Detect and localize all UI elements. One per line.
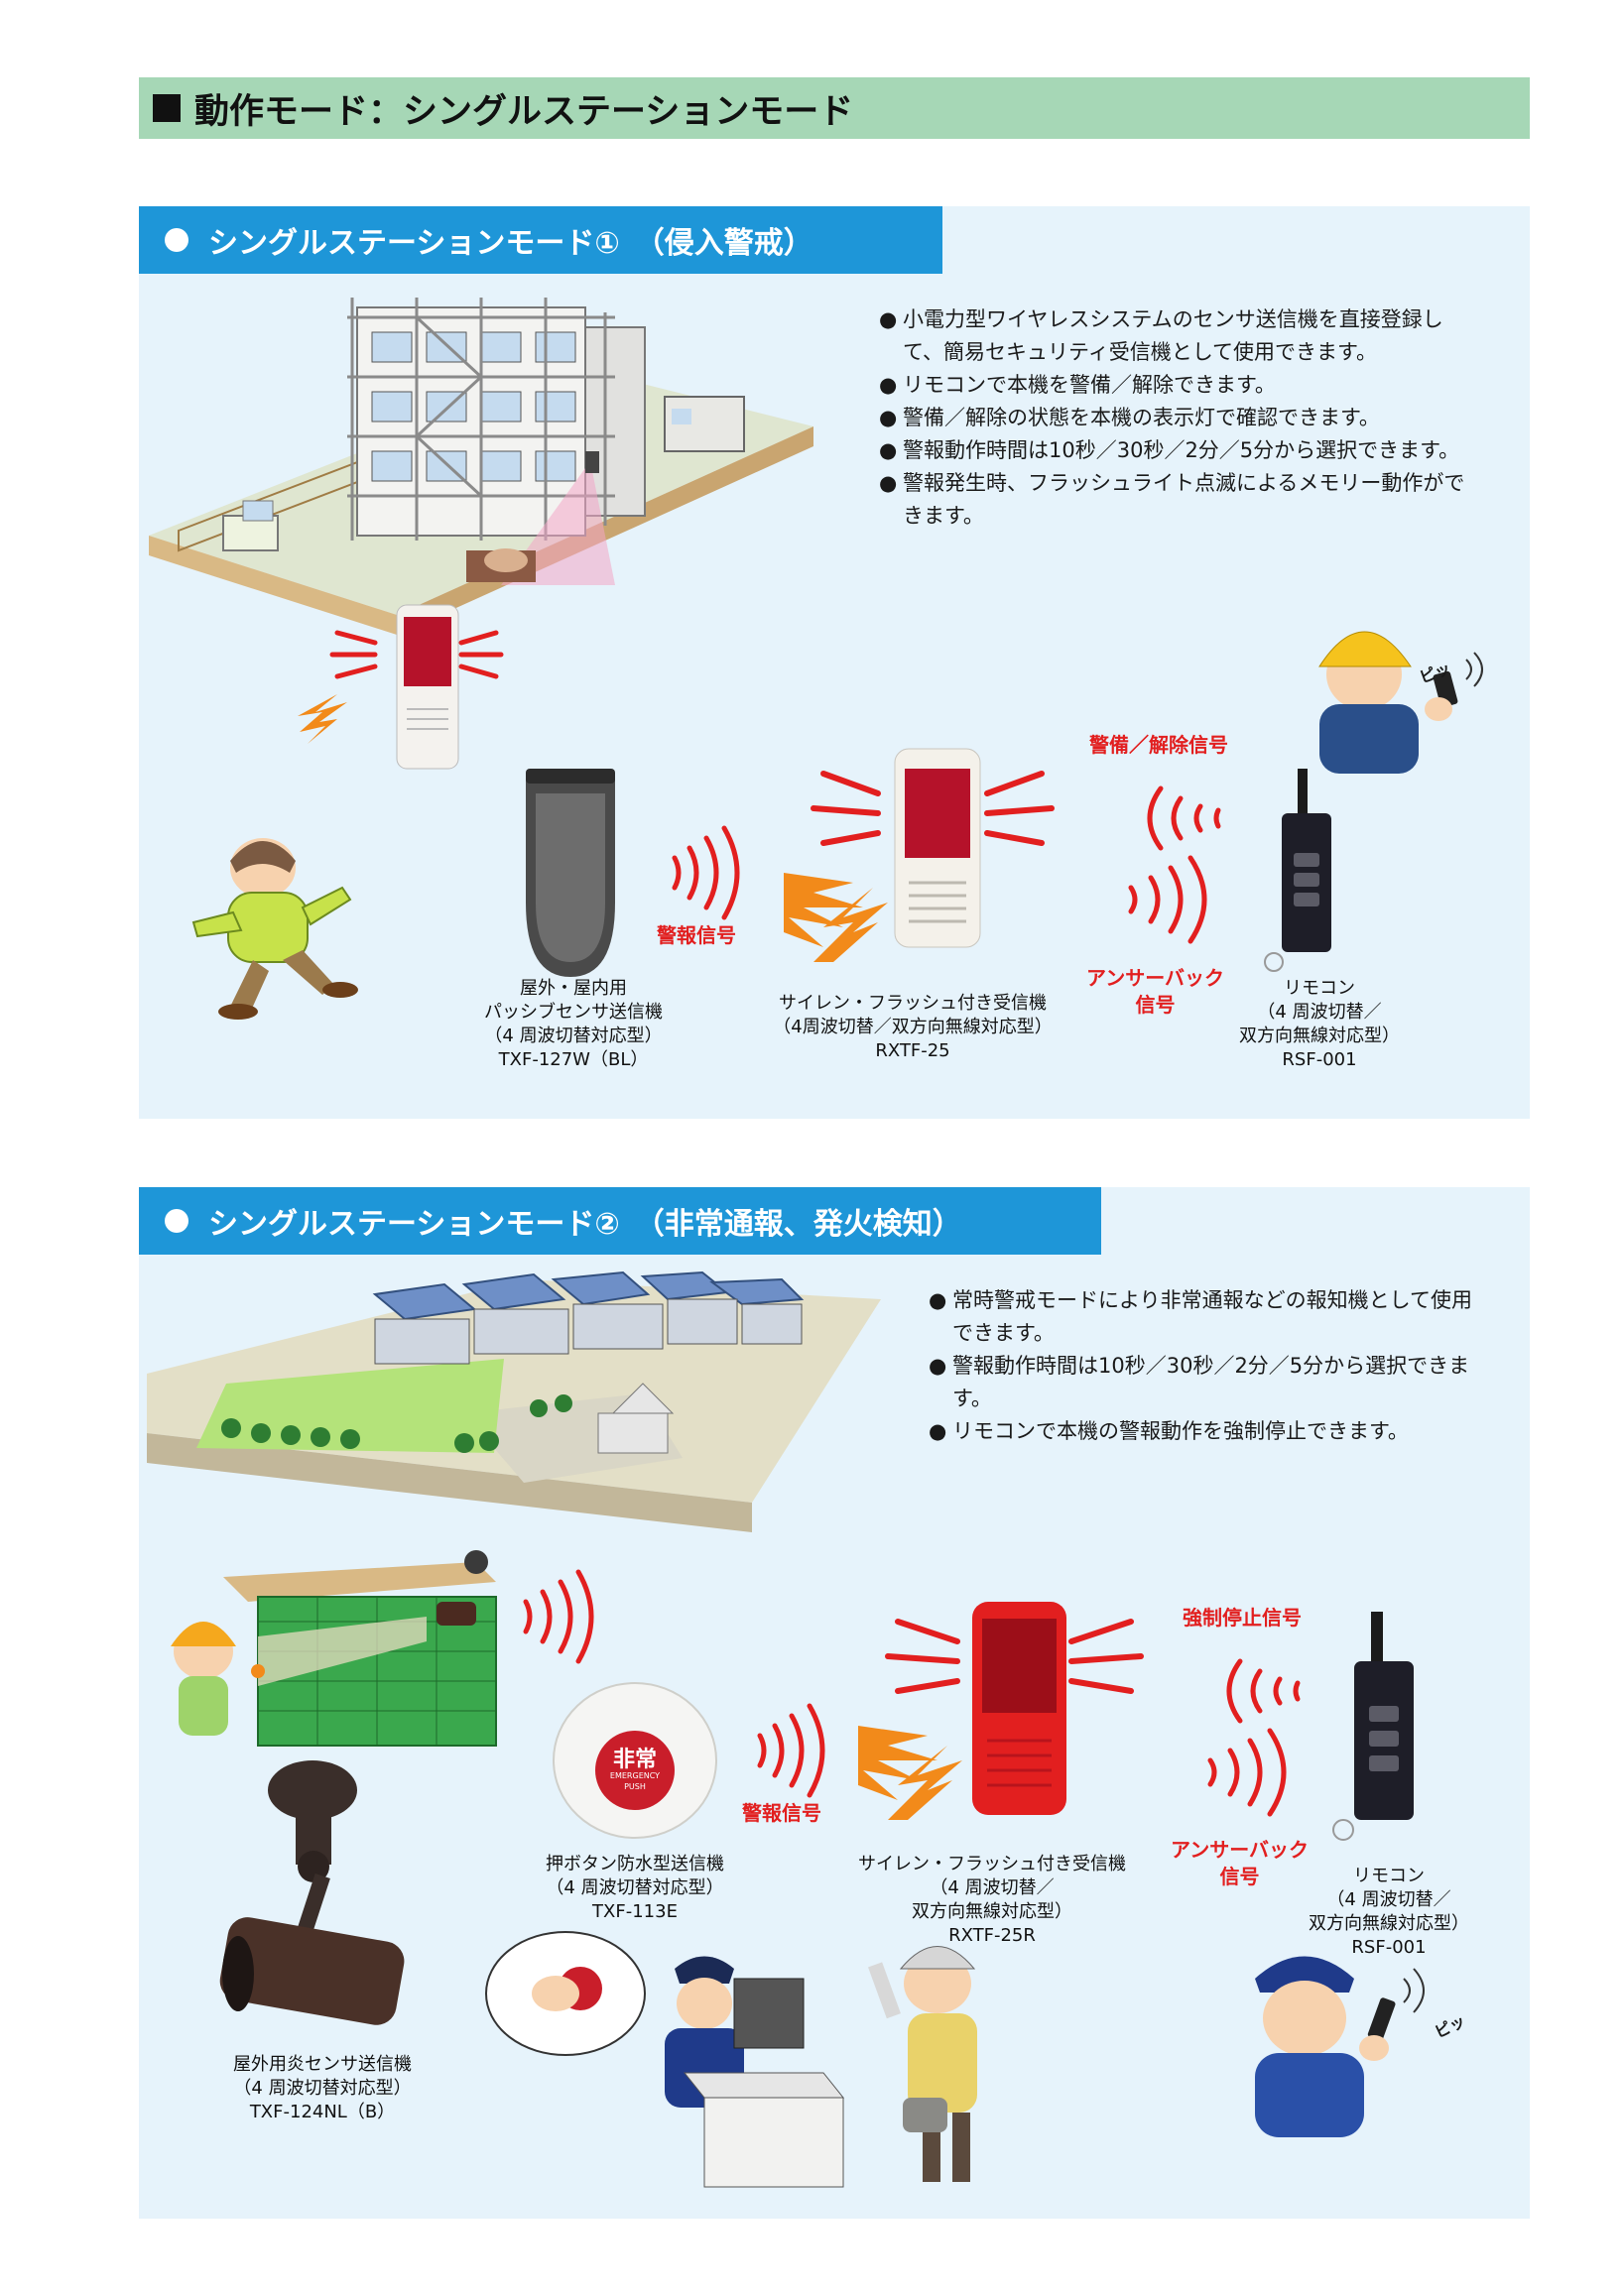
- section2-title: シングルステーションモード② （非常通報、発火検知）: [208, 1207, 962, 1242]
- circle-bullet-icon: [165, 1209, 188, 1233]
- remote-image: [1332, 1612, 1414, 1841]
- construction-site-illustration: [149, 298, 813, 635]
- bullet-item: ●警備／解除の状態を本機の表示灯で確認できます。: [879, 406, 1380, 429]
- siren-receiver-image: [784, 748, 1055, 962]
- police-radio-illustration: [1255, 1956, 1425, 2137]
- red-siren-receiver-image: [858, 1602, 1144, 1820]
- section1-answerback-signal-label: アンサーバック 信号: [1086, 966, 1224, 1017]
- passive-sensor-label: 屋外・屋内用 パッシブセンサ送信機 （4 周波切替対応型） TXF-127W（B…: [484, 978, 663, 1070]
- bullet-item: ●常時警戒モードにより非常通報などの報知機として使用できます。: [929, 1288, 1472, 1345]
- bullet-item: ●警報発生時、フラッシュライト点滅によるメモリー動作ができます。: [879, 471, 1465, 528]
- emergency-button-image: [553, 1682, 717, 1839]
- emergency-button-face-sub1: EMERGENCY: [609, 1771, 661, 1780]
- red-siren-receiver-label: サイレン・フラッシュ付き受信機 （4 周波切替／ 双方向無線対応型） RXTF-…: [858, 1854, 1126, 1946]
- main-header-title: 動作モード：シングルステーションモード: [194, 91, 854, 132]
- bullet-item: ●警報動作時間は10秒／30秒／2分／5分から選択できます。: [879, 438, 1460, 462]
- radio-wave-icon: [1128, 785, 1221, 944]
- radio-wave-icon: [757, 1703, 825, 1798]
- section1-alarm-signal-label: 警報信号: [657, 923, 736, 947]
- section2-answerback-signal-label: アンサーバック 信号: [1171, 1838, 1309, 1888]
- factory-illustration: [147, 1270, 881, 1532]
- flame-sensor-label: 屋外用炎センサ送信機 （4 周波切替対応型） TXF-124NL（B）: [233, 2054, 412, 2122]
- remote-label: リモコン （4 周波切替／ 双方向無線対応型） RSF-001: [1239, 978, 1400, 1070]
- bullet-item: ●リモコンで本機の警報動作を強制停止できます。: [929, 1419, 1409, 1443]
- circle-bullet-icon: [165, 228, 188, 252]
- square-bullet-icon: [153, 94, 181, 122]
- section1-arm-disarm-signal-label: 警備／解除信号: [1089, 733, 1228, 757]
- radio-wave-icon: [1207, 1658, 1301, 1817]
- radio-wave-icon: [672, 825, 740, 920]
- section1-bullet-list: ●小電力型ワイヤレスシステムのセンサ送信機を直接登録して、簡易セキュリティ受信機…: [879, 303, 1474, 533]
- warehouse-fire-scene: [171, 1550, 497, 1747]
- emergency-button-face-text: 非常: [612, 1748, 657, 1772]
- section2-header: シングルステーションモード② （非常通報、発火検知）: [139, 1187, 1101, 1255]
- section1-header: シングルステーションモード① （侵入警戒）: [139, 206, 942, 274]
- passive-sensor-image: [526, 769, 615, 977]
- section2-force-stop-signal-label: 強制停止信号: [1183, 1606, 1302, 1630]
- thief-illustration: [191, 838, 358, 1020]
- site-receiver-illustration: [298, 604, 504, 770]
- remote-label: リモコン （4 周波切替／ 双方向無線対応型） RSF-001: [1309, 1866, 1469, 1958]
- bullet-item: ●警報動作時間は10秒／30秒／2分／5分から選択できます。: [929, 1354, 1470, 1410]
- section2-bullet-list: ●常時警戒モードにより非常通報などの報知機として使用できます。 ●警報動作時間は…: [929, 1284, 1484, 1448]
- emergency-button-face-sub2: PUSH: [624, 1782, 646, 1791]
- main-header: 動作モード：シングルステーションモード: [139, 77, 1530, 139]
- section1-title: シングルステーションモード① （侵入警戒）: [208, 226, 813, 261]
- radio-wave-icon: [523, 1569, 594, 1664]
- emergency-button-label: 押ボタン防水型送信機 （4 周波切替対応型） TXF-113E: [546, 1854, 724, 1922]
- bullet-item: ●リモコンで本機を警備／解除できます。: [879, 373, 1276, 397]
- worker-illustration: [1318, 631, 1483, 774]
- siren-receiver-label: サイレン・フラッシュ付き受信機 （4周波切替／双方向無線対応型） RXTF-25: [773, 993, 1053, 1061]
- flame-sensor-image: [219, 1760, 405, 2025]
- section2-alarm-signal-label: 警報信号: [742, 1801, 821, 1825]
- bullet-item: ●小電力型ワイヤレスシステムのセンサ送信機を直接登録して、簡易セキュリティ受信機…: [879, 307, 1443, 364]
- guard-desk-scene: [485, 1931, 977, 2188]
- remote-image: [1264, 769, 1331, 972]
